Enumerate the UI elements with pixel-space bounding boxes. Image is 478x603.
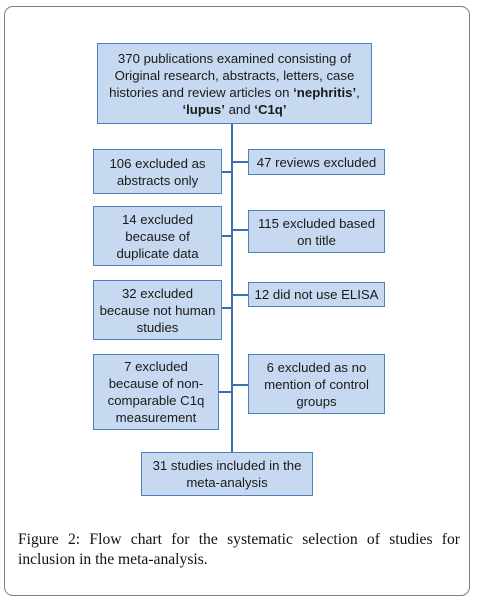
left-box-1-text: 106 excluded as abstracts only bbox=[109, 155, 206, 188]
right-box-3: 12 did not use ELISA bbox=[248, 282, 385, 307]
connector-right-3 bbox=[232, 294, 248, 296]
top-box-line-1: 370 publications examined consisting of bbox=[117, 50, 352, 66]
left-box-2: 14 excluded because of duplicate data bbox=[93, 206, 222, 266]
term-c1q: ‘C1q’ bbox=[254, 101, 287, 117]
right-box-2-text: 115 excluded based on title bbox=[257, 215, 376, 248]
bottom-box-studies-included: 31 studies included in the meta-analysis bbox=[141, 452, 313, 496]
connector-left-3 bbox=[222, 307, 232, 309]
connector-left-2 bbox=[222, 235, 232, 237]
top-box-line-2: Original research, abstracts, letters, c… bbox=[114, 67, 355, 83]
left-box-3-text: 32 excluded because not human studies bbox=[99, 285, 216, 335]
right-box-1: 47 reviews excluded bbox=[248, 149, 385, 175]
right-box-3-text: 12 did not use ELISA bbox=[254, 287, 379, 302]
term-lupus: ‘lupus’ bbox=[182, 101, 225, 117]
top-box-line-4: ‘lupus’ and ‘C1q’ bbox=[109, 101, 360, 118]
connector-left-1 bbox=[222, 171, 232, 173]
top-box-line-3-text: histories and review articles on bbox=[109, 84, 294, 100]
top-box-line-3: histories and review articles on ‘nephri… bbox=[109, 84, 360, 101]
left-box-3: 32 excluded because not human studies bbox=[93, 280, 222, 340]
left-box-4: 7 excluded because of non-comparable C1q… bbox=[93, 354, 219, 430]
figure-caption: Figure 2: Flow chart for the systematic … bbox=[18, 531, 460, 568]
left-box-1: 106 excluded as abstracts only bbox=[93, 149, 222, 194]
term-nephritis: ‘nephritis’ bbox=[293, 84, 357, 100]
term-separator: , bbox=[356, 84, 360, 100]
term-and: and bbox=[224, 101, 255, 117]
connector-left-4 bbox=[219, 391, 232, 393]
right-box-1-text: 47 reviews excluded bbox=[256, 154, 377, 170]
connector-right-1 bbox=[232, 161, 248, 163]
connector-right-4 bbox=[232, 384, 248, 386]
connector-right-2 bbox=[232, 229, 248, 231]
right-box-2: 115 excluded based on title bbox=[248, 210, 385, 253]
top-box-publications-examined: 370 publications examined consisting of … bbox=[97, 43, 372, 124]
main-connector-line bbox=[231, 124, 233, 452]
right-box-4-text: 6 excluded as no mention of control grou… bbox=[264, 359, 369, 409]
left-box-2-text: 14 excluded because of duplicate data bbox=[116, 211, 199, 261]
left-box-4-text: 7 excluded because of non-comparable C1q… bbox=[107, 359, 205, 425]
right-box-4: 6 excluded as no mention of control grou… bbox=[248, 354, 385, 414]
bottom-box-text: 31 studies included in the meta-analysis bbox=[152, 458, 302, 490]
